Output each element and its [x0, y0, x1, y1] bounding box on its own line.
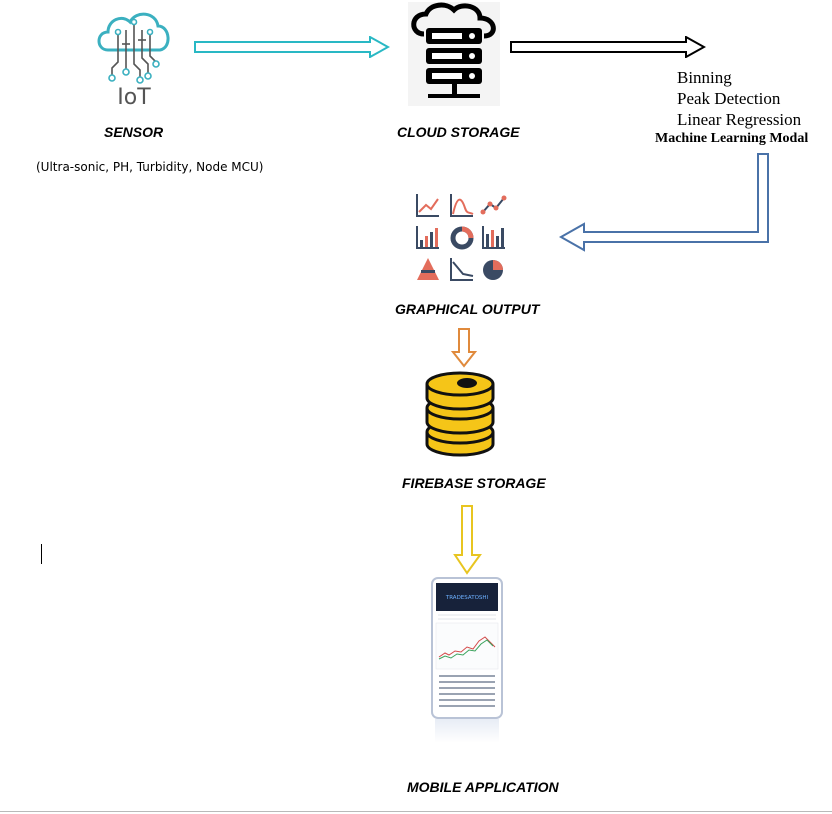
server-icon [408, 2, 500, 106]
iot-text: IoT [117, 85, 151, 108]
arrow-firebase-to-mobile [453, 505, 482, 575]
ml-method-binning: Binning [677, 68, 732, 87]
database-icon [425, 371, 495, 457]
ml-title: Machine Learning Modal [655, 131, 809, 146]
sensor-subtitle: (Ultra-sonic, PH, Turbidity, Node MCU) [36, 160, 264, 174]
mobile-application-node: TRADESATOSHI MOBILE APPLICATION [395, 575, 575, 800]
firebase-storage-label: FIREBASE STORAGE [402, 475, 546, 491]
screen-brand: TRADESATOSHI [445, 595, 489, 601]
arrow-cloud-to-ml [510, 36, 706, 58]
text-cursor [41, 544, 42, 564]
bottom-divider [0, 811, 832, 812]
cloud-storage-node: CLOUD STORAGE [390, 0, 530, 145]
mobile-application-label: MOBILE APPLICATION [407, 779, 559, 795]
arrow-graph-to-firebase [451, 328, 477, 368]
ml-node: Binning Peak Detection Linear Regression… [655, 66, 832, 152]
iot-cloud-icon: IoT [97, 12, 170, 108]
smartphone-icon: TRADESATOSHI [431, 577, 503, 743]
graphical-output-node: GRAPHICAL OUTPUT [395, 190, 545, 325]
graphical-output-label: GRAPHICAL OUTPUT [395, 301, 540, 317]
cloud-storage-label: CLOUD STORAGE [397, 124, 520, 140]
sensor-node: IoT SENSOR (Ultra-sonic, PH, Turbidity, … [30, 4, 280, 174]
chart-grid-icon [416, 194, 507, 281]
firebase-storage-node: FIREBASE STORAGE [395, 368, 555, 498]
sensor-label: SENSOR [104, 124, 164, 140]
arrow-ml-to-graph [558, 153, 769, 252]
ml-method-peak-detection: Peak Detection [677, 89, 781, 108]
ml-method-linear-regression: Linear Regression [677, 110, 802, 129]
arrow-sensor-to-cloud [194, 36, 390, 58]
